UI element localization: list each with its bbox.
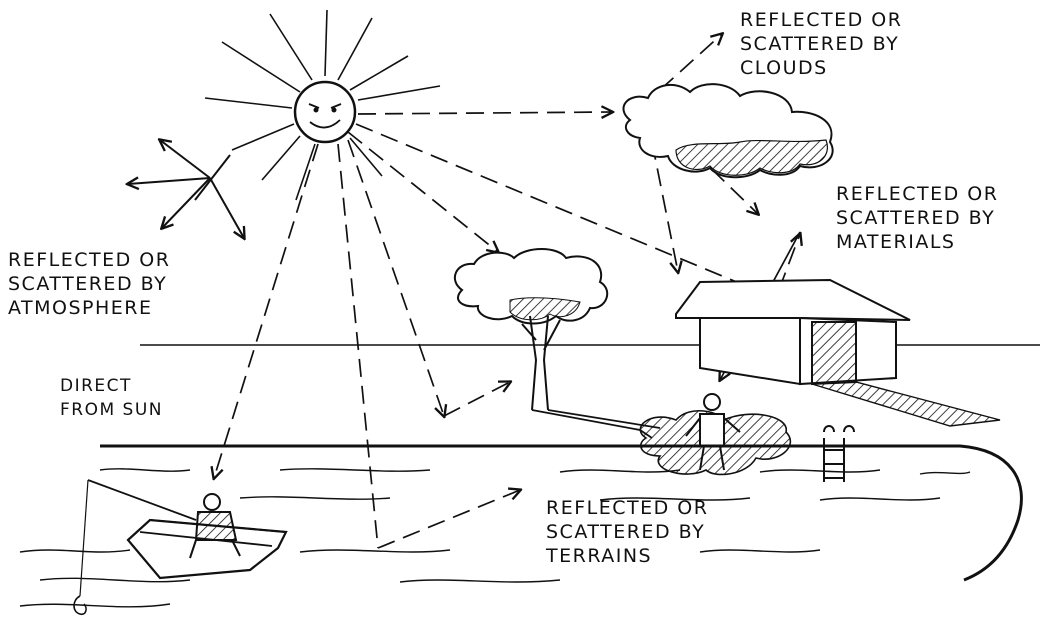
beam-to-tree [347,131,498,252]
scatter-arrow-up [160,140,211,179]
sunbather-head [703,393,721,411]
sun-rays [204,9,441,201]
scatter-ray-1 [194,154,231,201]
label-direct: DIRECT FROM SUN [60,374,163,422]
label-atmosphere: REFLECTED OR SCATTERED BY ATMOSPHERE [8,248,170,320]
cloud [622,83,834,179]
label-atmosphere-line-2: SCATTERED BY [8,273,168,295]
beam-to-ground [347,139,444,416]
scatter-arrow-left [128,178,211,184]
sun-face [308,103,342,129]
label-clouds: REFLECTED OR SCATTERED BY CLOUDS [740,8,902,80]
tree-shade [509,297,581,321]
fishing-line [79,479,89,597]
label-terrains: REFLECTED OR SCATTERED BY TERRAINS [546,496,708,568]
beam-terrain-reflect [377,490,520,549]
label-atmosphere-line-3: ATMOSPHERE [8,297,153,319]
tree [453,248,661,439]
house [675,278,1001,427]
fishing-rod [87,479,197,521]
fisherman [189,493,241,559]
label-clouds-line-3: CLOUDS [740,57,828,79]
water-ripples [19,468,971,608]
label-materials-line-3: MATERIALS [836,231,956,253]
atmosphere-scatter-arrows [128,140,244,238]
label-materials-line-1: REFLECTED OR [836,183,999,205]
cloud-shade [675,139,828,176]
fishing-boat [73,479,288,616]
pool-ladder [823,425,855,482]
label-terrains-line-1: REFLECTED OR [546,497,709,519]
house-roof [675,278,911,321]
scatter-arrow-down-right [209,177,244,238]
beam-direct-to-boat [214,143,319,478]
tree-trunk [521,315,561,411]
sun-disc [293,80,357,144]
beam-to-house [355,123,781,301]
label-direct-line-2: FROM SUN [60,400,163,420]
sunbather [639,393,792,476]
house-wall-front [699,317,801,386]
house-door [811,321,857,386]
label-materials-line-2: SCATTERED BY [836,207,996,229]
beam-cloud-reflect [639,34,722,109]
label-terrains-line-2: SCATTERED BY [546,521,706,543]
lake-shoreline [100,444,1023,582]
label-direct-line-1: DIRECT [60,376,132,396]
label-terrains-line-3: TERRAINS [546,545,653,567]
label-materials: REFLECTED OR SCATTERED BY MATERIALS [836,182,998,254]
label-atmosphere-line-1: REFLECTED OR [8,249,171,271]
label-clouds-line-2: SCATTERED BY [740,33,900,55]
sun [204,9,441,201]
beam-to-cloud [357,112,612,114]
beam-ground-reflect [443,382,510,417]
house-path [811,381,1001,427]
beam-to-water [337,143,379,549]
scatter-arrow-down-left [162,177,211,228]
fishing-hook [73,595,87,616]
beam-cloud-to-house [651,141,678,272]
label-clouds-line-1: REFLECTED OR [740,9,903,31]
